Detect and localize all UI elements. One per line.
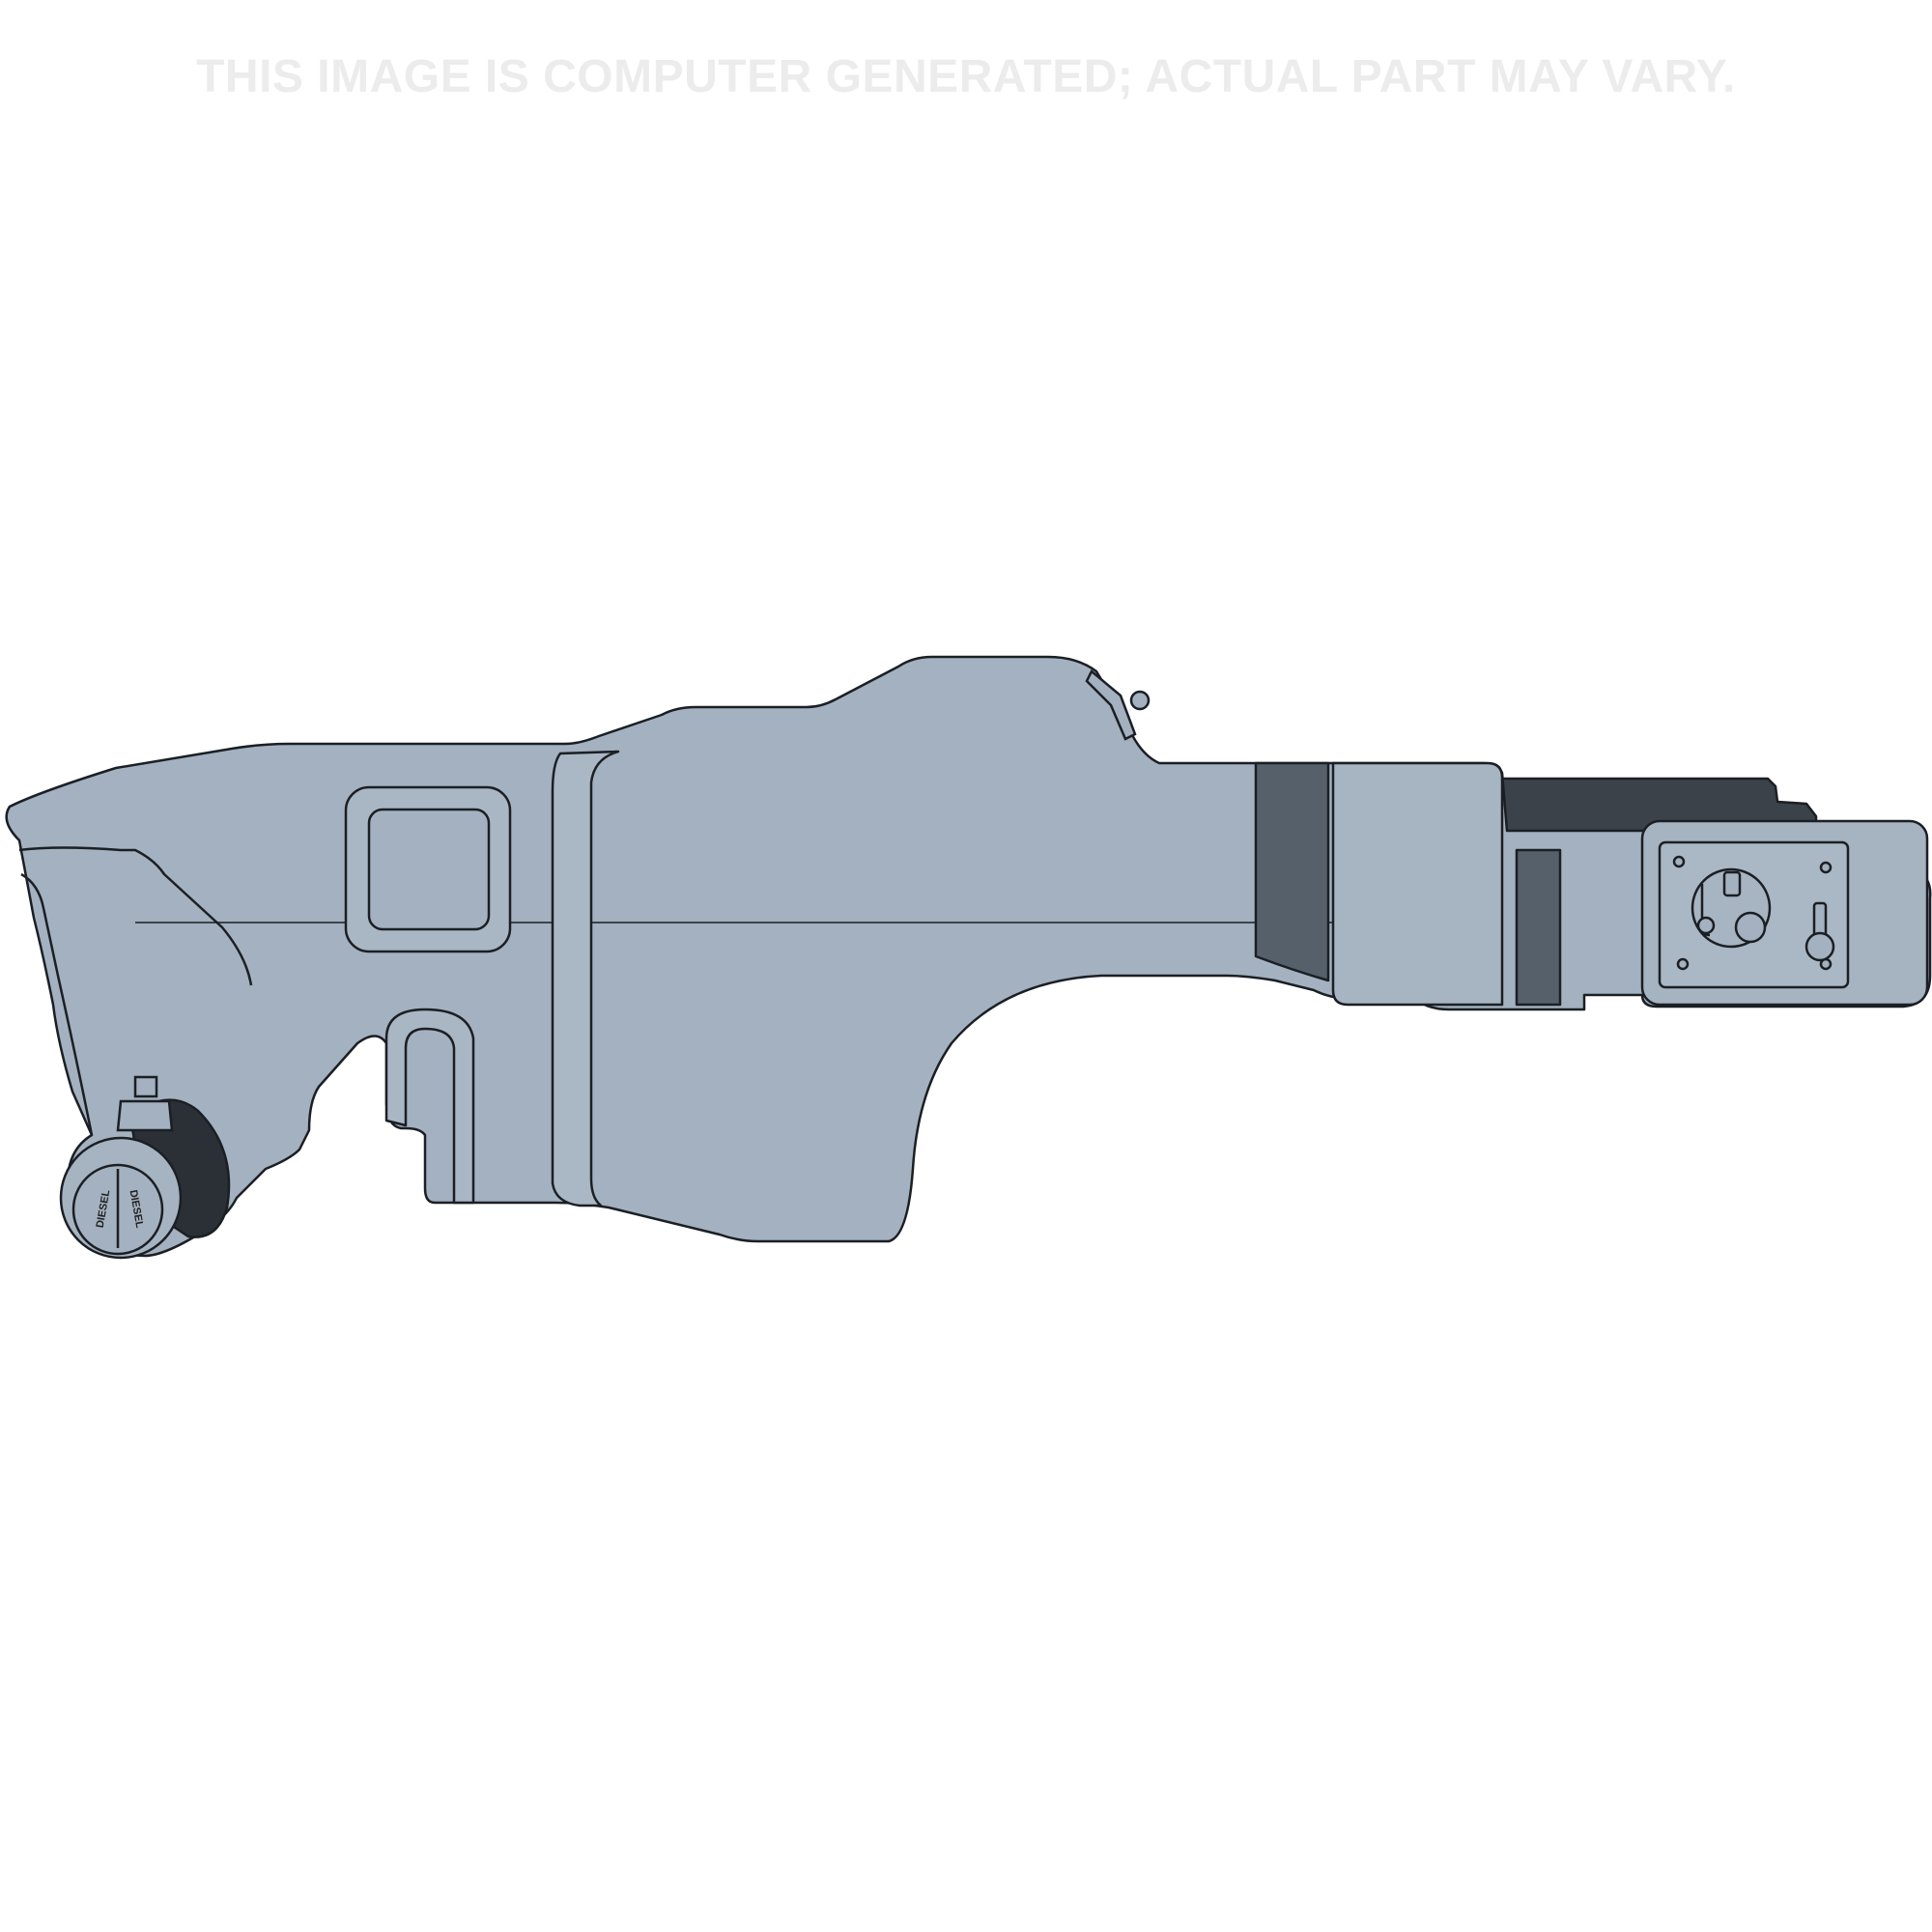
sender-fitting [1734, 911, 1767, 944]
neck-shadow [1515, 848, 1562, 1007]
filler-neck-stub [133, 1075, 158, 1098]
recessed-panel-inner [367, 808, 491, 931]
filler-neck-assembly [59, 1075, 231, 1260]
sender-float [1696, 916, 1716, 935]
tank-upper-ridge [18, 846, 253, 986]
vent-cap [1129, 690, 1151, 711]
filler-neck-collar [116, 1099, 174, 1132]
fuel-tank-body [5, 655, 1932, 1258]
mid-shadow-band [1254, 761, 1330, 982]
plate-bolt-2 [1819, 861, 1833, 874]
disclaimer-text: THIS IMAGE IS COMPUTER GENERATED; ACTUAL… [196, 51, 1736, 102]
tank-lower-ridge [20, 872, 94, 1136]
right-raised-block [1331, 761, 1504, 1007]
vent-fitting [1804, 931, 1835, 962]
plate-bolt-1 [1672, 855, 1686, 868]
top-vent-fitting [1085, 669, 1151, 741]
u-channel-slot [384, 1008, 475, 1205]
fuel-sender-unit [1672, 855, 1835, 971]
sender-connector [1722, 870, 1742, 897]
divider-band [551, 750, 620, 1208]
plate-bolt-3 [1676, 957, 1690, 971]
vent-bracket [1085, 669, 1137, 741]
